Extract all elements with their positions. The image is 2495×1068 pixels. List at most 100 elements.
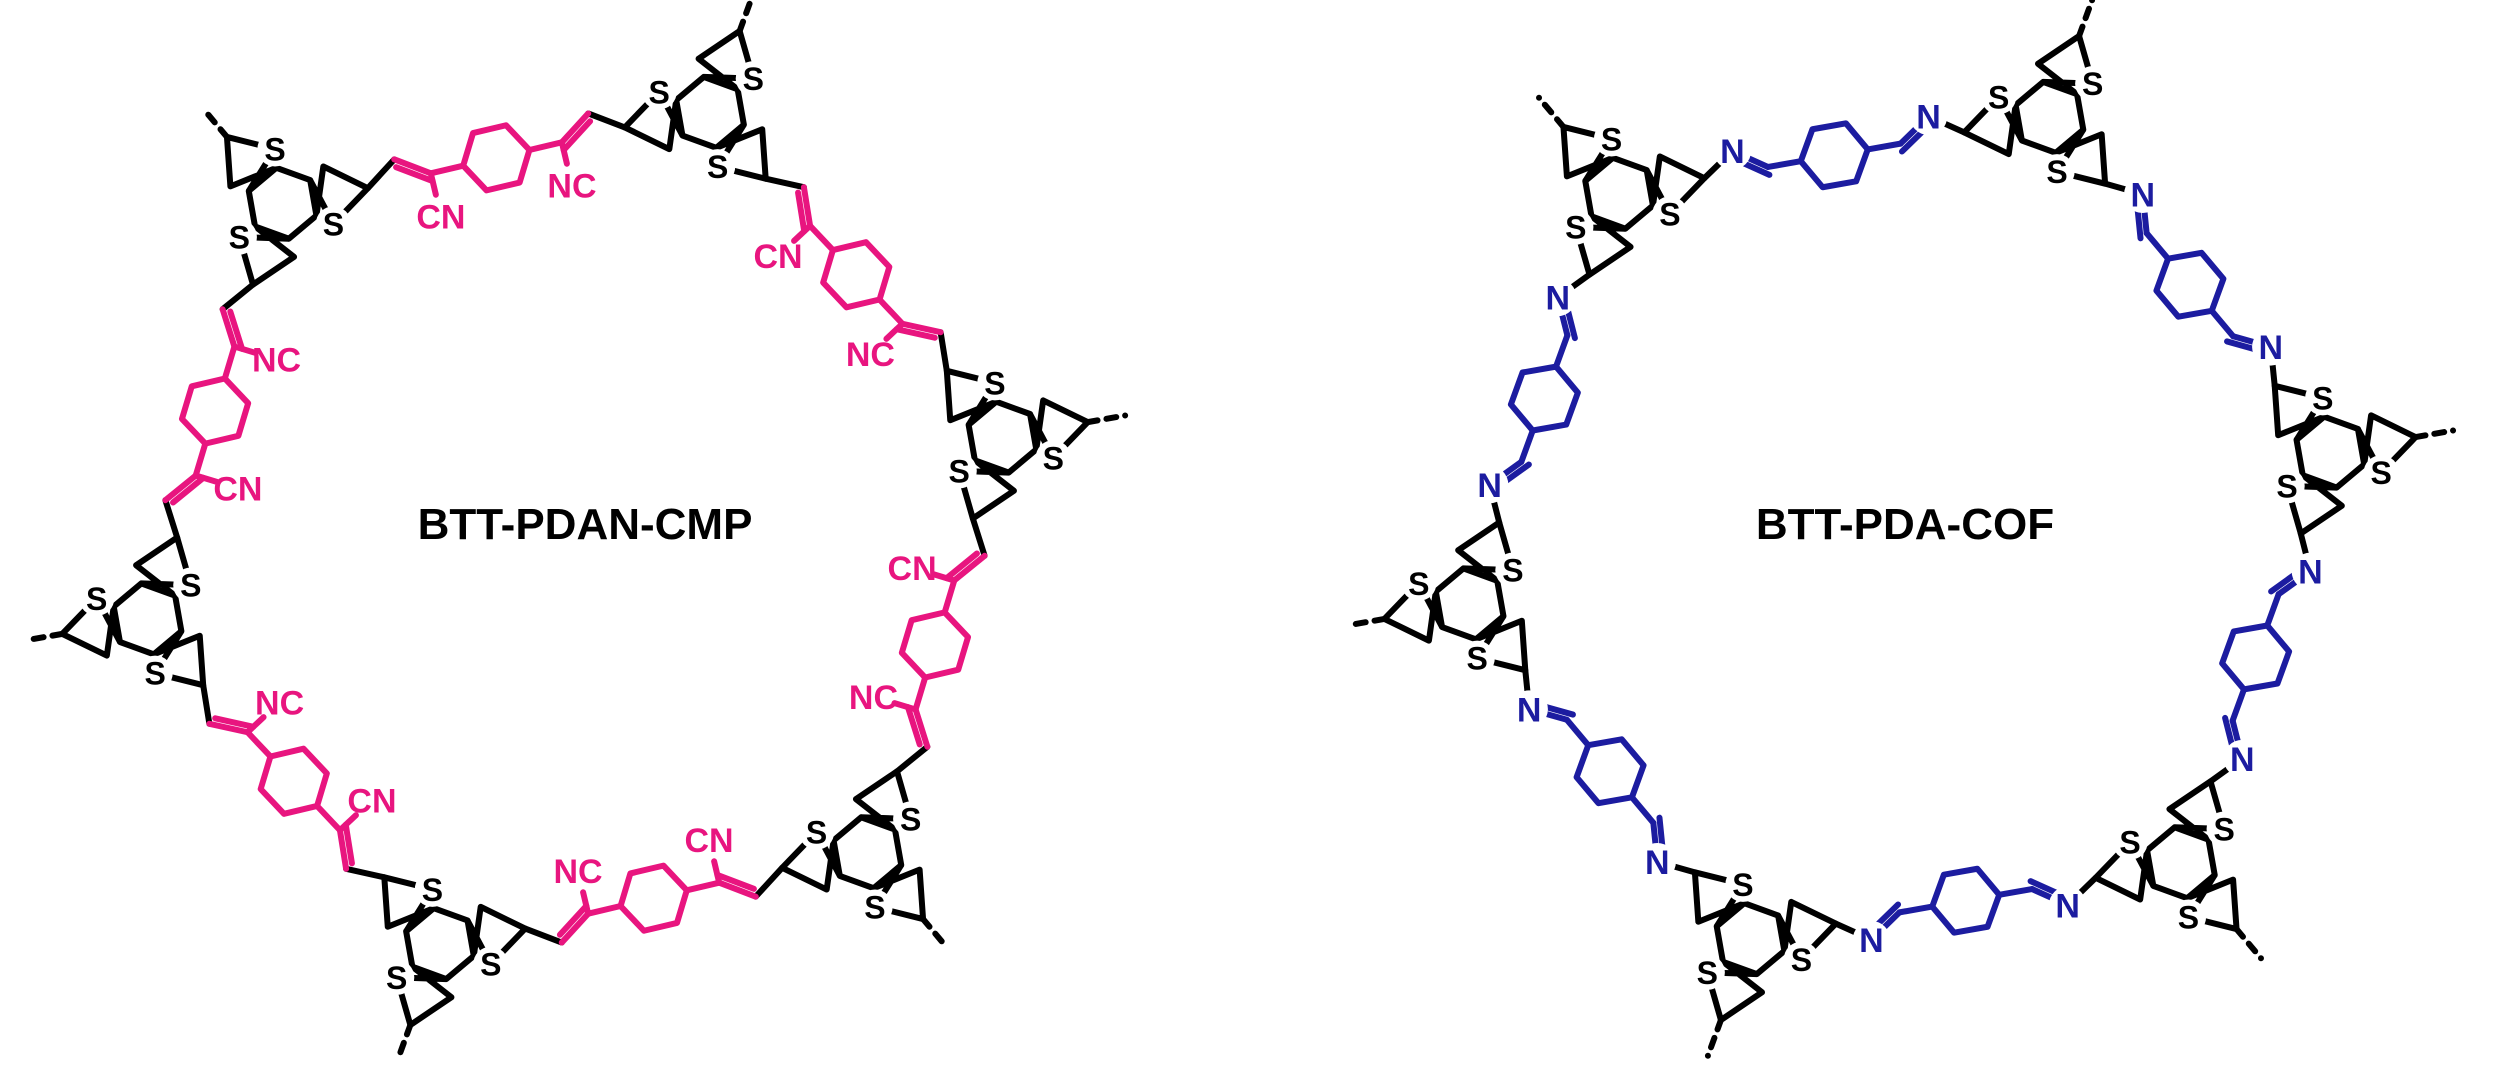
aryl-bond	[192, 440, 209, 479]
cyano-label: CN	[753, 238, 802, 276]
sulfur-label: S	[1601, 121, 1622, 157]
sulfur-label: S	[1043, 440, 1064, 476]
sulfur-label-bg	[2039, 154, 2075, 190]
sulfur-label: S	[2371, 455, 2392, 491]
cyano-bond	[231, 343, 259, 356]
double-bond	[219, 306, 238, 350]
cyano-bond	[791, 222, 814, 244]
double-bond	[558, 110, 592, 146]
imine-n-label-bg	[1539, 278, 1577, 317]
vinyl-bond	[219, 281, 256, 313]
cyano-bond	[558, 139, 570, 167]
sulfur-label-bg	[2269, 468, 2305, 504]
double-bond	[951, 552, 988, 584]
cyano-label-bg	[257, 340, 296, 378]
sulfur-label: S	[1732, 867, 1753, 903]
sulfur-label-bg	[893, 801, 929, 837]
imine-n-label-bg	[1638, 843, 1676, 881]
sulfur-label-bg	[1689, 954, 1725, 990]
sulfur-label-bg	[173, 567, 209, 603]
cyano-label: CN	[213, 470, 262, 508]
aryl-bond	[2264, 591, 2282, 629]
double-bond	[800, 184, 814, 229]
sulfur-label-bg	[700, 149, 736, 185]
imine-n-label: N	[1517, 691, 1542, 729]
sulfur-label-bg	[414, 871, 450, 907]
cyano-label: CN	[347, 782, 396, 820]
cof-title: BTT-PDA-COF	[1755, 500, 2055, 549]
double-bond-inner	[342, 821, 355, 867]
sulfur-label: S	[480, 947, 501, 983]
extension-dashed-bond	[1536, 94, 1567, 130]
cyano-label-bg	[422, 197, 460, 235]
imine-n-label: N	[2298, 554, 2323, 592]
double-bond	[336, 827, 350, 872]
vinyl-bond	[343, 865, 388, 881]
double-bond-inner	[227, 308, 246, 352]
sulfur-label: S	[2119, 825, 2140, 861]
double-bond	[912, 706, 931, 750]
cyano-label-bg	[854, 678, 893, 716]
sulfur-label-bg	[798, 814, 835, 850]
sulfur-label: S	[1467, 641, 1488, 677]
aryl-bond	[2229, 686, 2248, 724]
sulfur-label: S	[1697, 955, 1718, 991]
double-bond-inner	[943, 550, 980, 582]
aryl-bond	[1765, 158, 1804, 170]
cyano-label-bg	[260, 683, 299, 721]
sulfur-label-bg	[735, 61, 771, 97]
double-bond	[162, 472, 199, 504]
cyano-bond	[930, 571, 958, 584]
imine-n-label: N	[2130, 177, 2155, 215]
sulfur-label-bg	[1495, 552, 1531, 588]
sulfur-label-bg	[379, 959, 415, 995]
aryl-bond	[1896, 903, 1936, 916]
extension-dashed-bond	[2076, 0, 2096, 40]
vinyl-bond	[585, 110, 628, 131]
aryl-bond	[912, 674, 929, 713]
double-bond-inner	[556, 902, 590, 938]
imine-n-label-bg	[2252, 328, 2290, 366]
sulfur-label-bg	[221, 219, 257, 255]
extension-dashed-bond	[21, 630, 66, 644]
aryl-bond	[585, 903, 624, 917]
double-bond	[558, 910, 592, 946]
cyano-label: NC	[553, 853, 602, 891]
sulfur-label: S	[2046, 154, 2067, 190]
imine-n-label-bg	[2223, 739, 2261, 778]
double-bond	[391, 156, 434, 177]
sulfur-label-bg	[315, 206, 352, 242]
sulfur-label-bg	[1783, 941, 1819, 977]
extension-dashed-bond	[394, 1021, 414, 1064]
sulfur-label-bg	[2305, 380, 2341, 416]
cyano-label-bg	[690, 821, 728, 859]
double-bond-inner	[560, 118, 594, 154]
vinyl-bond	[200, 682, 213, 727]
phenyl-ring	[1507, 363, 1581, 434]
sulfur-label-bg	[2112, 824, 2148, 860]
sulfur-label: S	[1408, 566, 1429, 602]
cyano-bond	[336, 812, 359, 834]
sulfur-label: S	[180, 568, 201, 604]
cyano-label-bg	[219, 469, 257, 507]
aryl-bond	[244, 729, 274, 760]
cyano-label-bg	[553, 166, 591, 204]
double-bond	[206, 720, 251, 736]
double-bond	[716, 879, 759, 900]
sulfur-label: S	[2312, 380, 2333, 416]
aryl-bond	[314, 802, 343, 834]
imine-n-label-bg	[1909, 97, 1948, 136]
cyano-label: NC	[849, 679, 898, 717]
aryl-bond	[221, 343, 238, 382]
imine-n-label-bg	[1852, 920, 1891, 959]
phenyl-ring	[2153, 249, 2227, 320]
sulfur-label-bg	[1652, 196, 1688, 232]
cyano-label: NC	[252, 341, 301, 379]
aryl-bond	[1518, 427, 1536, 465]
double-bond-inner	[393, 164, 436, 185]
sulfur-label: S	[264, 131, 285, 167]
sulfur-label: S	[323, 206, 344, 242]
cyano-bond	[192, 472, 220, 485]
imine-n-label: N	[2230, 741, 2255, 779]
